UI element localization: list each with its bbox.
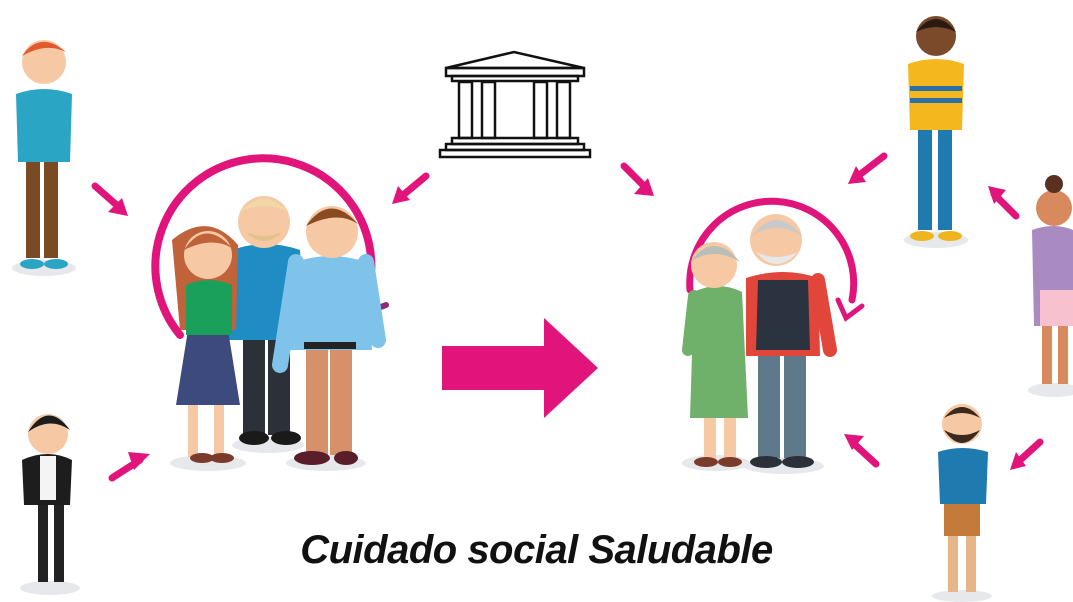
family-group [151,154,389,471]
diagram-caption: Cuidado social Saludable [300,528,773,572]
son-figure [272,206,386,465]
large-right-arrow-icon [442,318,598,418]
elderly-group [682,197,865,474]
grandmother-figure [682,242,748,467]
person-right-edge [1028,175,1073,397]
elderly-circle-arrow [686,197,858,304]
mother-figure [172,226,240,463]
person-bottom-right [932,404,992,602]
person-top-right [904,16,968,248]
government-building-icon [438,50,592,159]
person-top-left [12,40,76,276]
person-bottom-left [20,414,80,595]
grandfather-figure [746,214,837,468]
family-circle-arrow [151,154,376,339]
small-arrows [91,152,1044,482]
